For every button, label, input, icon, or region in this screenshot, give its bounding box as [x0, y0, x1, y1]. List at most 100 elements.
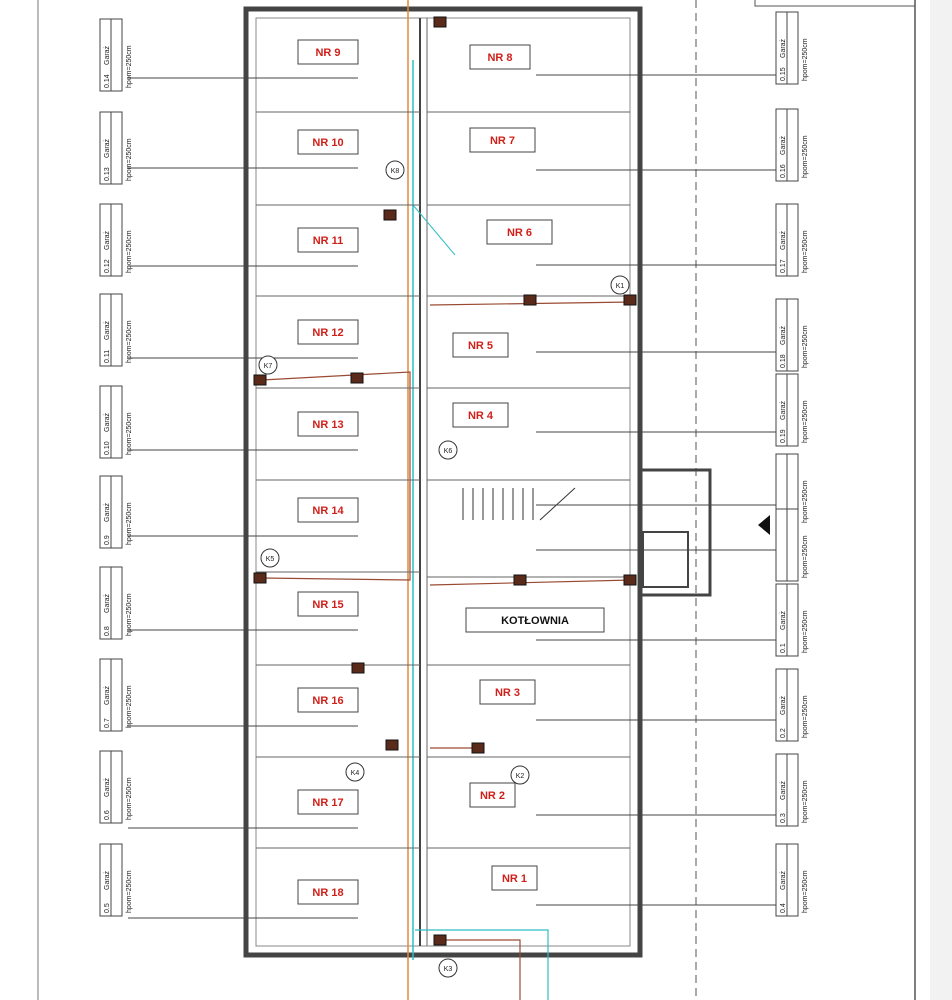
room-label: NR 18	[312, 887, 343, 899]
room-tag-code: 0.9	[104, 535, 111, 545]
room-tag-code: 0.10	[104, 441, 111, 455]
room-label: NR 8	[487, 52, 512, 64]
room-tag-code: 0.19	[780, 429, 787, 443]
room-tag-name: Garaż	[104, 685, 111, 705]
room-label: NR 12	[312, 327, 343, 339]
room-label-box	[479, 679, 536, 705]
device-icon	[433, 934, 447, 946]
room-tag-height: hpom=250cm	[802, 38, 809, 81]
room-label: NR 7	[490, 135, 515, 147]
room-tag-name: Garaż	[104, 870, 111, 890]
room-tag-height: hpom=250cm	[802, 325, 809, 368]
room-label: NR 4	[468, 410, 494, 422]
room-tag-height: hpom=250cm	[126, 138, 133, 181]
room-tag-code: 0.4	[780, 903, 787, 913]
room-label-box	[452, 402, 509, 428]
room-label: NR 13	[312, 419, 343, 431]
room-label: NR 17	[312, 797, 343, 809]
device-icon	[433, 16, 447, 28]
room-tag-code: 0.3	[780, 813, 787, 823]
room-label-box	[297, 591, 359, 617]
pipe-brown-left	[261, 371, 411, 581]
room-tag-name: Garaż	[104, 412, 111, 432]
page-margin	[930, 0, 952, 1000]
room-label-box	[465, 607, 605, 633]
room-label-box	[297, 319, 359, 345]
pipe-teal-bottom	[415, 929, 549, 1000]
marker-circle	[438, 958, 458, 978]
room-label: NR 9	[315, 47, 340, 59]
marker-circle	[385, 160, 405, 180]
room-label: NR 3	[495, 687, 520, 699]
room-tag-height: hpom=250cm	[802, 230, 809, 273]
marker-label: K6	[444, 448, 453, 455]
room-tag-name: Garaż	[780, 38, 787, 58]
room-label: NR 16	[312, 695, 343, 707]
room-tag-name: Garaż	[104, 593, 111, 613]
room-tag-height: hpom=250cm	[126, 230, 133, 273]
room-tag-code: 0.8	[104, 626, 111, 636]
room-tag-height: hpom=250cm	[126, 45, 133, 88]
room-tag-height: hpom=250cm	[802, 535, 809, 578]
staircase	[462, 487, 576, 521]
room-label-box	[297, 789, 359, 815]
room-tag-code: 0.2	[780, 728, 787, 738]
room-tag-height: hpom=250cm	[802, 400, 809, 443]
room-tag-name: Garaż	[104, 502, 111, 522]
room-label-box	[297, 227, 359, 253]
room-tag-code: 0.14	[104, 74, 111, 88]
room-tag-height: hpom=250cm	[802, 480, 809, 523]
room-tag-height: hpom=250cm	[802, 135, 809, 178]
room-label-box	[297, 497, 359, 523]
room-tag-height: hpom=250cm	[126, 593, 133, 636]
marker-label: K1	[616, 283, 625, 290]
pipe-teal-diag	[412, 204, 456, 256]
device-icon	[350, 372, 364, 384]
marker-circle	[610, 275, 630, 295]
pipe-brown-k1	[429, 579, 633, 586]
marker-circle	[510, 765, 530, 785]
room-tag: hpom=250cm	[775, 508, 809, 582]
device-icon	[523, 294, 537, 306]
marker-circle	[345, 762, 365, 782]
marker-label: K4	[351, 770, 360, 777]
device-icon	[385, 739, 399, 751]
marker-label: K8	[391, 168, 400, 175]
room-tag-name: Garaż	[780, 610, 787, 630]
room-label-box	[297, 687, 359, 713]
room-tag-code: 0.5	[104, 903, 111, 913]
room-label: KOTŁOWNIA	[501, 615, 569, 627]
room-tag-height: hpom=250cm	[126, 685, 133, 728]
room-tag-height: hpom=250cm	[126, 777, 133, 820]
room-tag-height: hpom=250cm	[802, 610, 809, 653]
entrance-arrow-icon	[758, 515, 770, 535]
room-label: NR 1	[502, 873, 527, 885]
room-tag-name: Garaż	[780, 870, 787, 890]
elevator-shaft	[642, 531, 689, 588]
room-tag-name: Garaż	[104, 777, 111, 797]
room-label: NR 6	[507, 227, 532, 239]
room-label: NR 15	[312, 599, 343, 611]
entrance-wall	[638, 468, 712, 597]
room-tag-code: 0.12	[104, 259, 111, 273]
room-tag-name: Garaż	[780, 325, 787, 345]
marker-label: K2	[516, 773, 525, 780]
room-tag-name: Garaż	[104, 230, 111, 250]
room-label-box	[469, 782, 516, 808]
room-tag-height: hpom=250cm	[802, 695, 809, 738]
room-tag: 0.8 Garaż hpom=250cm	[99, 566, 133, 640]
room-label: NR 5	[468, 340, 493, 352]
room-tag-name: Garaż	[780, 780, 787, 800]
